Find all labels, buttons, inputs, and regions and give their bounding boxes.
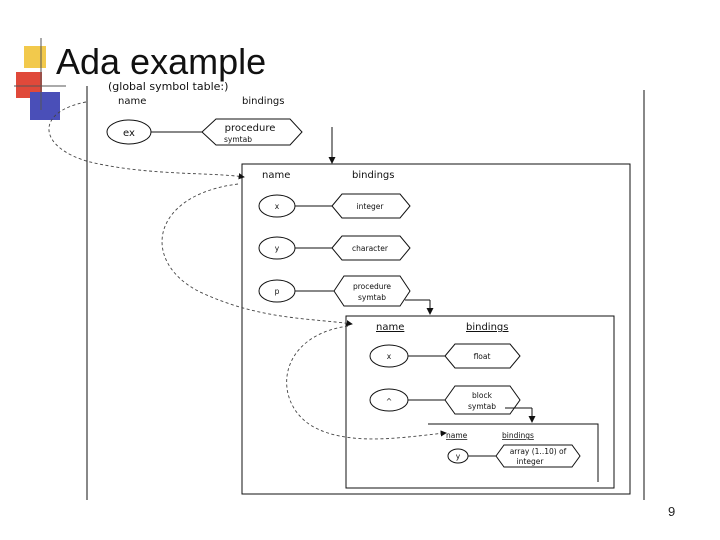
binding-hex-p: [333, 275, 411, 307]
p-name-header: name: [376, 322, 404, 333]
p-symbol-table: name bindings x float ^ block symtab: [345, 299, 615, 489]
p-table-frame: [345, 315, 615, 489]
binding-label-x: integer: [357, 202, 385, 211]
block-table-frame: [428, 423, 599, 482]
global-bindings-header: bindings: [242, 96, 285, 107]
binding-label-p-2: symtab: [358, 293, 386, 302]
dashed-link-p-to-block: [286, 325, 447, 440]
corner-decoration: [14, 38, 66, 120]
binding-hex-y: [331, 235, 411, 261]
ex-name-header: name: [262, 170, 290, 181]
name-label-y: y: [275, 244, 280, 253]
binding-label-by-1: array (1..10) of: [510, 447, 567, 456]
page-number: 9: [668, 504, 676, 519]
binding-label-ex-1: procedure: [225, 123, 276, 134]
block-name-header: name: [446, 431, 468, 440]
name-label-p: p: [275, 287, 280, 296]
global-symbol-table: (global symbol table:) name bindings ex …: [86, 80, 645, 500]
global-name-header: name: [118, 96, 146, 107]
ex-symbol-table: name bindings x integer y character p pr…: [241, 127, 631, 495]
binding-hex-px: [444, 343, 521, 369]
binding-hex-block: [444, 385, 521, 415]
name-label-block: ^: [386, 397, 392, 406]
binding-label-ex-2: symtab: [224, 135, 252, 144]
dashed-link-ex-to-p: [161, 183, 353, 327]
p-bindings-header: bindings: [466, 322, 509, 333]
binding-label-block-2: symtab: [468, 402, 496, 411]
name-label-ex: ex: [123, 128, 135, 139]
dashed-link-global-to-ex: [48, 101, 245, 180]
name-label-x: x: [275, 202, 280, 211]
ex-bindings-header: bindings: [352, 170, 395, 181]
ex-table-frame: [241, 163, 631, 495]
block-bindings-header: bindings: [502, 431, 534, 440]
name-label-px: x: [387, 352, 392, 361]
binding-label-by-2: integer: [517, 457, 545, 466]
slide-title: Ada example: [56, 41, 267, 82]
binding-label-p-1: procedure: [353, 282, 391, 291]
binding-label-px: float: [474, 352, 491, 361]
binding-hex-ex: [201, 118, 303, 146]
name-label-by: y: [456, 452, 461, 461]
binding-hex-x: [331, 193, 411, 219]
global-table-caption: (global symbol table:): [108, 80, 228, 93]
binding-hex-by: [495, 444, 581, 468]
binding-label-block-1: block: [472, 391, 493, 400]
block-symbol-table: name bindings y array (1..10) of integer: [428, 407, 599, 482]
binding-label-y: character: [352, 244, 389, 253]
